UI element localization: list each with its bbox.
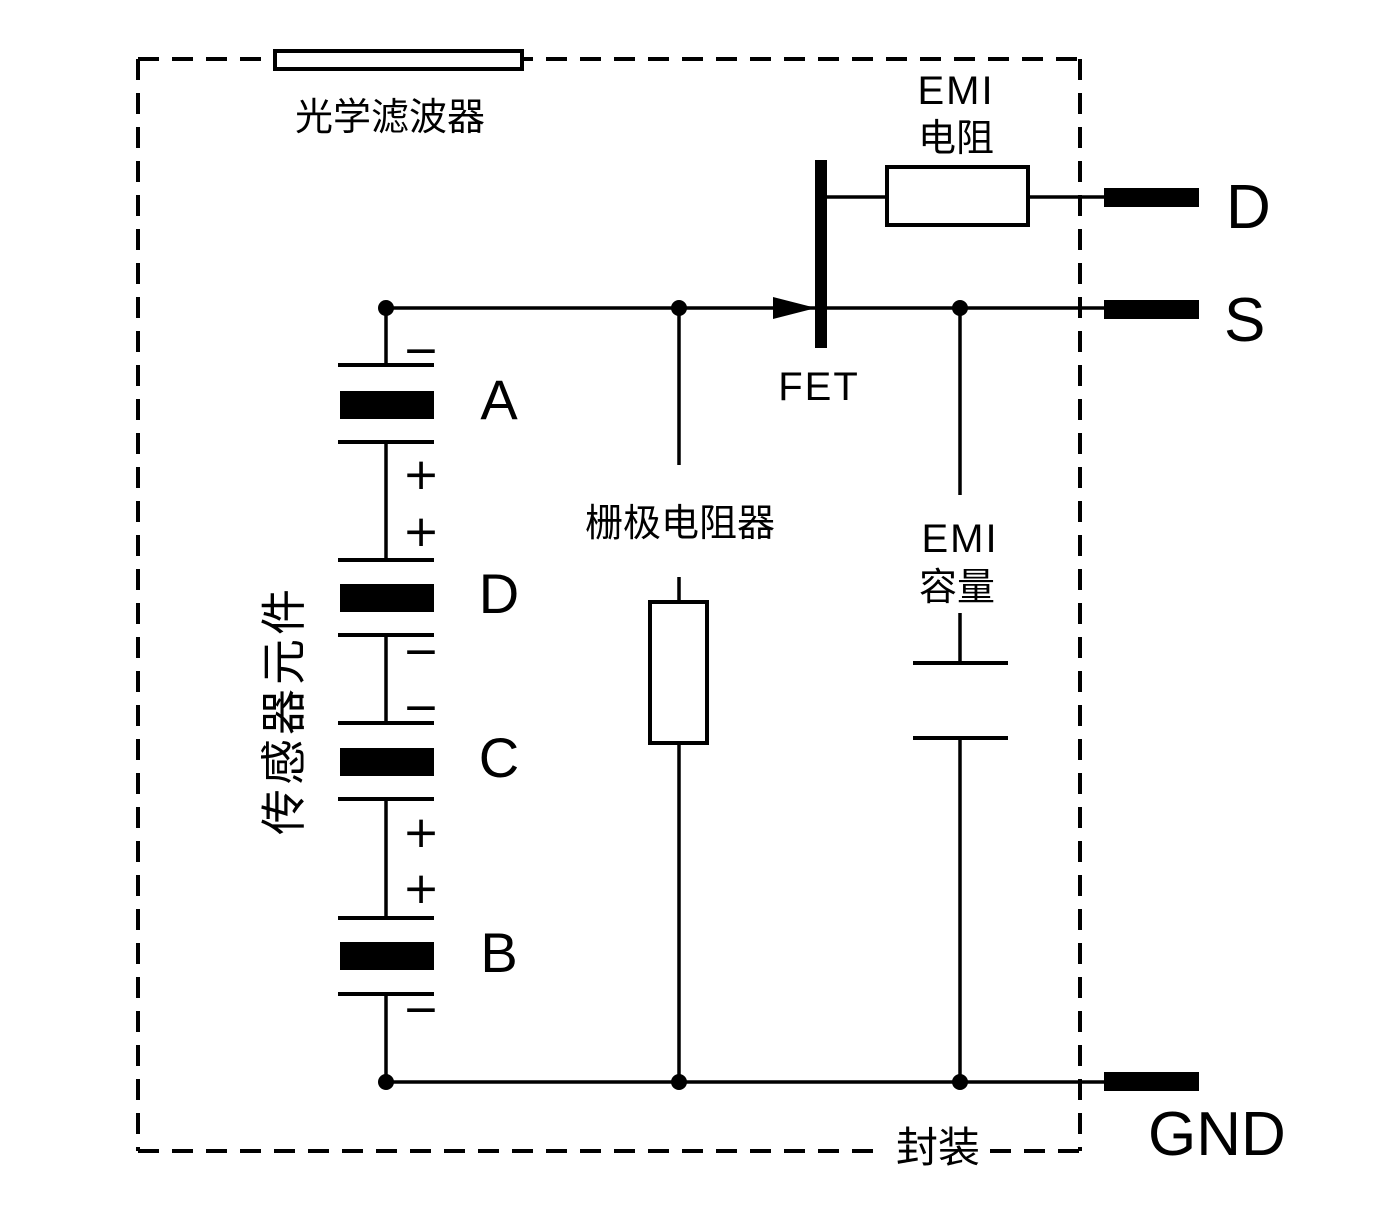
gate-resistor-body [648, 600, 709, 745]
terminal-pad-drain [1104, 188, 1199, 207]
junction-dot-gate-resistor [671, 300, 687, 316]
sensor-element-d [340, 584, 434, 612]
gate-arrow-icon [773, 297, 816, 319]
polarity-mark-2: + [403, 449, 440, 500]
junction-dot-source-cap [952, 300, 968, 316]
junction-dot-rail-mid [671, 1074, 687, 1090]
package-label: 封装 [896, 1124, 980, 1171]
emi-resistor-label-line1: EMI [917, 69, 994, 113]
junction-dot-gate-left [378, 300, 394, 316]
junction-dot-rail-right [952, 1074, 968, 1090]
fet-label: FET [778, 365, 860, 409]
sensor-element-b-label: B [480, 921, 517, 984]
emi-resistor-label-line2: 电阻 [918, 118, 994, 160]
optical-filter-body [273, 49, 524, 71]
fet-bar [815, 160, 827, 348]
sensor-element-d-label: D [479, 562, 519, 625]
polarity-mark-8: − [403, 984, 440, 1035]
polarity-mark-3: + [403, 506, 440, 557]
sensor-element-c-label: C [479, 726, 519, 789]
emi-resistor-body [885, 165, 1030, 227]
polarity-mark-5: − [403, 682, 440, 733]
sensor-element-a-label: A [480, 368, 518, 431]
sensor-stack-label: 传感器元件 [258, 585, 310, 835]
emi-cap-label-line1: EMI [921, 517, 998, 561]
polarity-mark-7: + [403, 863, 440, 914]
junction-dot-rail-left [378, 1074, 394, 1090]
polarity-mark-6: + [403, 807, 440, 858]
emi-cap-label-line2: 容量 [919, 567, 995, 609]
terminal-pad-ground [1104, 1072, 1199, 1091]
sensor-element-b [340, 942, 434, 970]
polarity-mark-4: − [403, 626, 440, 677]
sensor-element-c [340, 748, 434, 776]
terminal-drain-label: D [1226, 173, 1271, 242]
terminal-ground-label: GND [1148, 1100, 1286, 1169]
terminal-pad-source [1104, 300, 1199, 319]
optical-filter-label: 光学滤波器 [295, 97, 485, 139]
sensor-element-a [340, 391, 434, 419]
polarity-mark-1: − [403, 325, 440, 376]
terminal-source-label: S [1224, 286, 1265, 355]
gate-resistor-label: 栅极电阻器 [585, 503, 775, 545]
